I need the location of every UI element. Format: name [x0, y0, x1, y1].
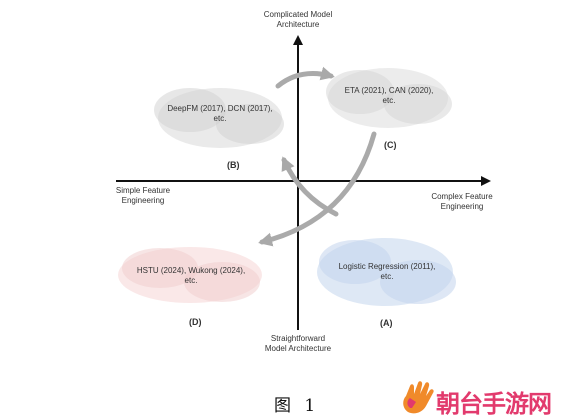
arrow-b-to-c [275, 66, 335, 89]
axis-label-right: Complex Feature Engineering [412, 192, 512, 212]
hand-logo-icon [403, 381, 434, 414]
quadrant-b-line1: DeepFM (2017), DCN (2017), [167, 104, 273, 113]
cloud-d [118, 247, 262, 303]
axis-label-top-line1: Complicated Model [263, 10, 333, 19]
watermark-text: 朝台手游网 [436, 390, 552, 418]
quadrant-a-label: (A) [380, 318, 393, 328]
axis-label-left-line2: Engineering [121, 196, 165, 205]
quadrant-a-line1: Logistic Regression (2011), [338, 262, 436, 271]
quadrant-a-text: Logistic Regression (2011), etc. [330, 262, 444, 282]
quadrant-d-line1: HSTU (2024), Wukong (2024), [136, 266, 246, 275]
axis-label-top: Complicated Model Architecture [248, 10, 348, 30]
quadrant-c-line1: ETA (2021), CAN (2020), [344, 86, 434, 95]
cloud-a [317, 238, 456, 306]
axis-label-bottom-line1: Straightforward [270, 334, 326, 343]
quadrant-c-line2: etc. [382, 96, 396, 105]
cloud-b [154, 88, 284, 148]
cloud-c [326, 68, 452, 128]
axis-label-bottom: Straightforward Model Architecture [246, 334, 350, 354]
quadrant-d-line2: etc. [184, 276, 198, 285]
arrow-c-to-d [258, 131, 377, 247]
axis-label-top-line2: Architecture [276, 20, 320, 29]
axis-label-right-line2: Engineering [440, 202, 484, 211]
axis-label-left: Simple Feature Engineering [100, 186, 186, 206]
quadrant-d-label: (D) [189, 317, 202, 327]
axis-label-bottom-line2: Model Architecture [264, 344, 332, 353]
figure-caption: 图 1 [274, 396, 320, 416]
quadrant-c-label: (C) [384, 140, 397, 150]
quadrant-b-text: DeepFM (2017), DCN (2017), etc. [160, 104, 280, 124]
axis-label-right-line1: Complex Feature [431, 192, 493, 201]
quadrant-a-line2: etc. [380, 272, 394, 281]
quadrant-b-label: (B) [227, 160, 240, 170]
quadrant-c-text: ETA (2021), CAN (2020), etc. [334, 86, 444, 106]
arrow-a-to-b [281, 156, 339, 217]
quadrant-d-text: HSTU (2024), Wukong (2024), etc. [124, 266, 258, 286]
axis-label-left-line1: Simple Feature [115, 186, 171, 195]
quadrant-b-line2: etc. [213, 114, 227, 123]
